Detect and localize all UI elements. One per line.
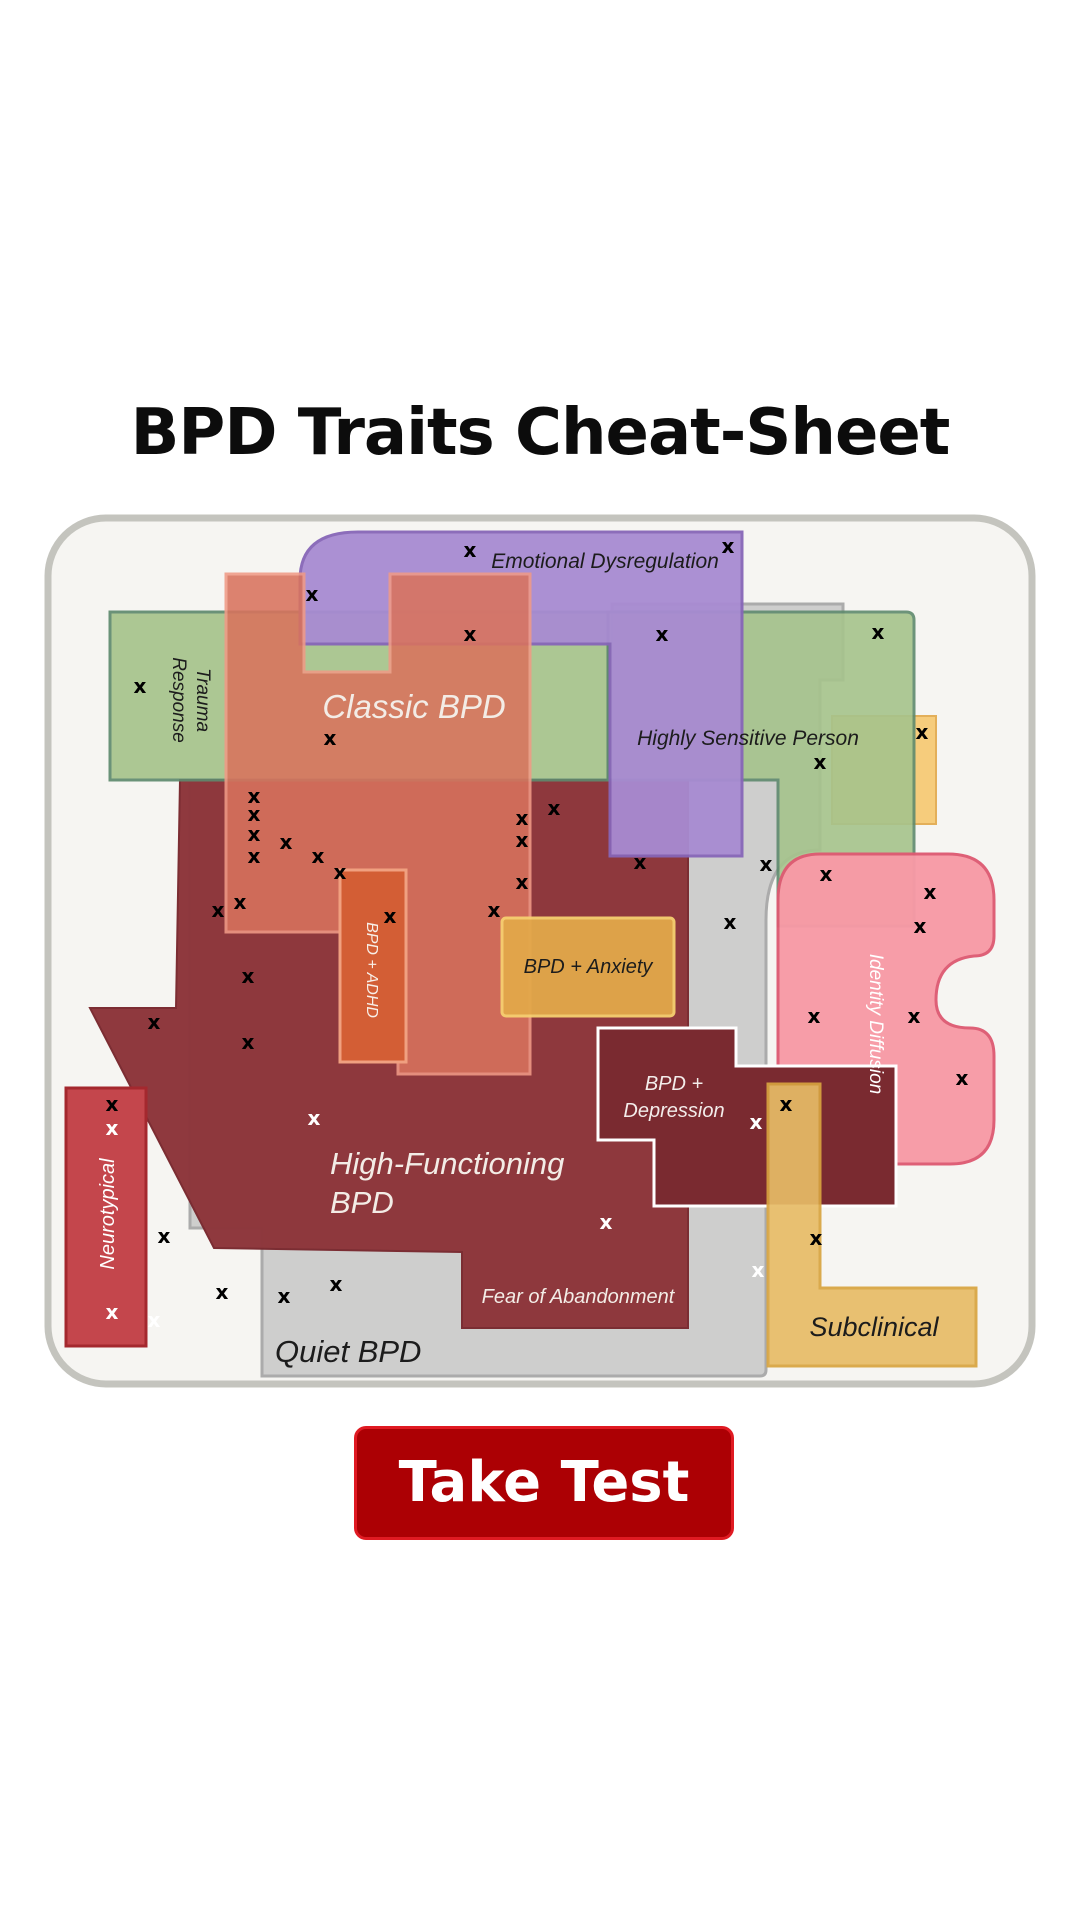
marker-x: x [872, 620, 885, 644]
marker-x: x [752, 1258, 765, 1282]
marker-x: x [464, 538, 477, 562]
label-high-functioning-line1: High-Functioning [330, 1146, 564, 1181]
marker-x: x [464, 622, 477, 646]
marker-x: x [908, 1004, 921, 1028]
marker-x: x [106, 1116, 119, 1140]
marker-x: x [278, 1284, 291, 1308]
marker-x: x [216, 1280, 229, 1304]
marker-x: x [924, 880, 937, 904]
marker-x: x [814, 750, 827, 774]
marker-x: x [134, 674, 147, 698]
label-identity-diffusion: Identity Diffusion [865, 954, 886, 1094]
region-subclinical[interactable] [766, 1082, 978, 1368]
label-neurotypical: Neurotypical [97, 1158, 119, 1270]
label-bpd-depression-line1: BPD + [645, 1073, 703, 1095]
marker-x: x [956, 1066, 969, 1090]
label-bpd-adhd: BPD + ADHD [363, 922, 380, 1018]
marker-x: x [808, 1004, 821, 1028]
marker-x: x [724, 910, 737, 934]
label-highly-sensitive-person: Highly Sensitive Person [637, 727, 859, 750]
marker-x: x [916, 720, 929, 744]
marker-x: x [248, 822, 261, 846]
marker-x: x [280, 830, 293, 854]
marker-x: x [248, 784, 261, 808]
marker-x: x [656, 622, 669, 646]
marker-x: x [306, 582, 319, 606]
label-bpd-depression-line2: Depression [623, 1100, 724, 1122]
marker-x: x [820, 862, 833, 886]
marker-x: x [548, 796, 561, 820]
marker-x: x [384, 904, 397, 928]
take-test-button[interactable]: Take Test [354, 1426, 734, 1540]
label-trauma-response: Trauma Response [168, 657, 213, 743]
marker-x: x [516, 870, 529, 894]
marker-x: x [248, 844, 261, 868]
label-quiet-bpd: Quiet BPD [275, 1334, 421, 1369]
label-trauma-response-line1: Trauma [192, 668, 213, 732]
marker-x: x [242, 964, 255, 988]
marker-x: x [106, 1092, 119, 1116]
marker-x: x [810, 1226, 823, 1250]
marker-x: x [914, 914, 927, 938]
marker-x: x [634, 850, 647, 874]
marker-x: x [750, 1110, 763, 1134]
marker-x: x [158, 1224, 171, 1248]
label-fear-of-abandonment: Fear of Abandonment [482, 1286, 676, 1308]
label-subclinical: Subclinical [809, 1312, 939, 1342]
marker-x: x [234, 890, 247, 914]
page-title: BPD Traits Cheat-Sheet [130, 396, 951, 470]
marker-x: x [242, 1030, 255, 1054]
marker-x: x [516, 828, 529, 852]
region-bpd-anxiety[interactable] [500, 916, 676, 1018]
marker-x: x [516, 806, 529, 830]
marker-x: x [330, 1272, 343, 1296]
marker-x: x [760, 852, 773, 876]
marker-x: x [334, 860, 347, 884]
label-bpd-anxiety: BPD + Anxiety [524, 956, 654, 978]
marker-x: x [148, 1308, 161, 1332]
marker-x: x [324, 726, 337, 750]
marker-x: x [308, 1106, 321, 1130]
marker-x: x [722, 534, 735, 558]
region-bpd-adhd[interactable] [338, 868, 408, 1064]
marker-x: x [780, 1092, 793, 1116]
label-emotional-dysregulation: Emotional Dysregulation [491, 550, 719, 573]
marker-x: x [600, 1210, 613, 1234]
label-high-functioning-line2: BPD [330, 1185, 394, 1220]
marker-x: x [212, 898, 225, 922]
label-classic-bpd: Classic BPD [322, 688, 505, 725]
marker-x: x [312, 844, 325, 868]
marker-x: x [248, 802, 261, 826]
label-trauma-response-line2: Response [168, 657, 189, 743]
marker-x: x [148, 1010, 161, 1034]
marker-x: x [106, 1300, 119, 1324]
marker-x: x [488, 898, 501, 922]
region-neurotypical[interactable] [64, 1086, 148, 1348]
